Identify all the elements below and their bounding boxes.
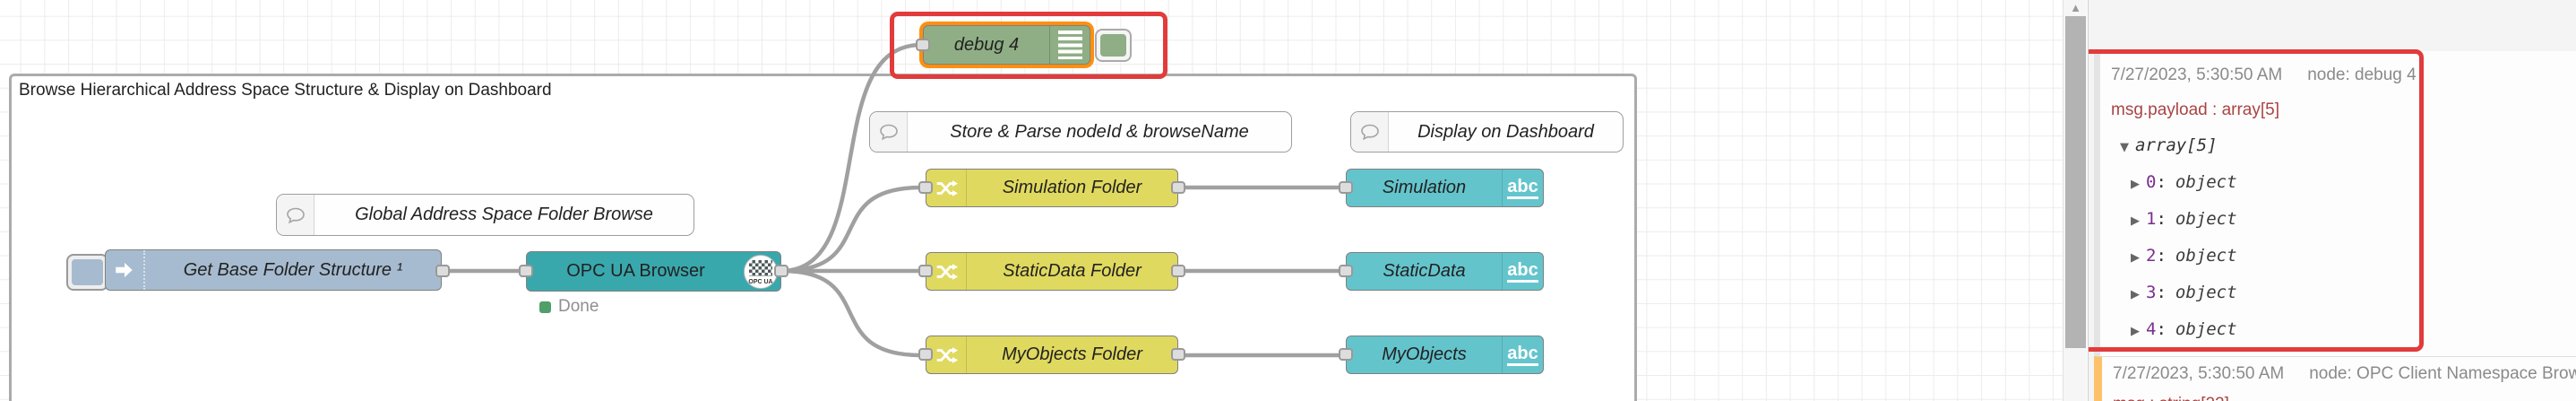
debug-tree-item[interactable]: ▶2:object bbox=[2131, 246, 2237, 266]
ui-node-label: MyObjects bbox=[1382, 344, 1467, 364]
debug-toggle-fill bbox=[1100, 34, 1126, 57]
opcua-checker-pattern bbox=[749, 260, 772, 276]
port-in-switch[interactable] bbox=[918, 181, 933, 194]
debug-message-property: msg.payload : array[5] bbox=[2111, 100, 2279, 119]
debug-tree-item[interactable]: ▶3:object bbox=[2131, 283, 2237, 302]
scrollbar-up-arrow-icon[interactable]: ▲ bbox=[2070, 1, 2081, 14]
debug-tree-item[interactable]: ▶4:object bbox=[2131, 319, 2237, 339]
debug-message-timestamp: 7/27/2023, 5:30:50 AM bbox=[2111, 65, 2283, 84]
expand-icon: ▶ bbox=[2131, 325, 2140, 338]
switch-node-label: StaticData Folder bbox=[1003, 261, 1142, 281]
opcua-logo-text: OPC UA bbox=[748, 279, 773, 285]
switch-icon bbox=[926, 336, 967, 373]
node-status: Done bbox=[539, 297, 599, 317]
abc-icon: abc bbox=[1502, 336, 1543, 373]
debug-message: 7/27/2023, 5:30:50 AM node: OPC Client Na… bbox=[2094, 356, 2576, 401]
debug-message: 7/27/2023, 5:30:50 AM node: debug 4 msg.p… bbox=[2094, 51, 2576, 356]
comment-icon bbox=[1351, 112, 1389, 152]
debug-message-timestamp: 7/27/2023, 5:30:50 AM bbox=[2113, 364, 2285, 383]
collapse-icon: ▼ bbox=[2120, 141, 2129, 154]
port-out-switch[interactable] bbox=[1171, 265, 1185, 277]
port-out-switch[interactable] bbox=[1171, 181, 1185, 194]
status-dot-icon bbox=[539, 301, 551, 313]
expand-icon: ▶ bbox=[2131, 178, 2140, 191]
debug-tree-root[interactable]: ▼array[5] bbox=[2120, 135, 2218, 155]
expand-icon: ▶ bbox=[2131, 288, 2140, 301]
expand-icon: ▶ bbox=[2131, 251, 2140, 265]
ui-text-node-staticdata[interactable]: StaticData abc bbox=[1346, 252, 1544, 291]
port-in-debug[interactable] bbox=[916, 39, 930, 51]
switch-icon bbox=[926, 253, 967, 290]
switch-icon bbox=[926, 170, 967, 206]
debug-message-source: node: OPC Client Namespace Brow bbox=[2309, 364, 2576, 383]
debug-lines-icon bbox=[1049, 26, 1090, 64]
port-in-ui[interactable] bbox=[1339, 181, 1353, 194]
status-text: Done bbox=[558, 297, 599, 316]
comment-label: Global Address Space Folder Browse bbox=[355, 205, 653, 224]
ui-text-node-simulation[interactable]: Simulation abc bbox=[1346, 169, 1544, 207]
inject-node-label: Get Base Folder Structure ¹ bbox=[183, 259, 403, 280]
opcua-node-label: OPC UA Browser bbox=[566, 261, 705, 281]
debug-node[interactable]: debug 4 bbox=[923, 25, 1090, 65]
switch-node-myobjects[interactable]: MyObjects Folder bbox=[926, 336, 1178, 374]
port-in-switch[interactable] bbox=[918, 265, 933, 277]
port-out-inject[interactable] bbox=[435, 265, 450, 277]
vertical-scrollbar[interactable]: ▲ bbox=[2063, 0, 2087, 401]
comment-label: Store & Parse nodeId & browseName bbox=[950, 121, 1249, 142]
ui-text-node-myobjects[interactable]: MyObjects abc bbox=[1346, 336, 1544, 374]
port-in-switch[interactable] bbox=[918, 348, 933, 361]
switch-node-label: MyObjects Folder bbox=[1002, 344, 1142, 364]
inject-node[interactable]: Get Base Folder Structure ¹ bbox=[105, 249, 442, 291]
inject-button-fill bbox=[72, 259, 103, 285]
opcua-logo-icon: OPC UA bbox=[744, 255, 778, 289]
flow-canvas[interactable]: Browse Hierarchical Address Space Struct… bbox=[0, 0, 2063, 401]
debug-enable-toggle[interactable] bbox=[1095, 29, 1132, 62]
port-in-ui[interactable] bbox=[1339, 265, 1353, 277]
switch-node-label: Simulation Folder bbox=[1002, 178, 1142, 197]
comment-node-store-parse[interactable]: Store & Parse nodeId & browseName bbox=[869, 111, 1292, 153]
debug-message-meta: 7/27/2023, 5:30:50 AM node: OPC Client Na… bbox=[2113, 364, 2576, 384]
debug-message-property: msg : string[22] bbox=[2113, 395, 2229, 401]
abc-icon: abc bbox=[1502, 170, 1543, 206]
annotation-box-debug-output bbox=[2089, 49, 2424, 352]
debug-message-meta: 7/27/2023, 5:30:50 AM node: debug 4 bbox=[2111, 65, 2417, 85]
ui-node-label: Simulation bbox=[1382, 178, 1467, 197]
annotation-box-debug-node bbox=[890, 12, 1167, 79]
inject-button[interactable] bbox=[66, 254, 108, 291]
comment-node-global-browse[interactable]: Global Address Space Folder Browse bbox=[276, 194, 694, 236]
port-in-opcua[interactable] bbox=[519, 265, 533, 277]
switch-node-simulation[interactable]: Simulation Folder bbox=[926, 169, 1178, 207]
comment-label: Display on Dashboard bbox=[1417, 121, 1594, 142]
port-out-switch[interactable] bbox=[1171, 348, 1185, 361]
debug-tree-item[interactable]: ▶0:object bbox=[2131, 172, 2237, 192]
switch-node-staticdata[interactable]: StaticData Folder bbox=[926, 252, 1178, 291]
inject-arrow-icon bbox=[106, 250, 145, 290]
port-in-ui[interactable] bbox=[1339, 348, 1353, 361]
debug-sidebar: 7/27/2023, 5:30:50 AM node: debug 4 msg.p… bbox=[2088, 0, 2576, 401]
expand-icon: ▶ bbox=[2131, 214, 2140, 228]
opcua-browser-node[interactable]: OPC UA Browser OPC UA bbox=[526, 251, 781, 292]
debug-node-label: debug 4 bbox=[953, 34, 1020, 55]
debug-tree-item[interactable]: ▶1:object bbox=[2131, 209, 2237, 229]
ui-node-label: StaticData bbox=[1383, 261, 1466, 281]
scrollbar-thumb[interactable] bbox=[2065, 16, 2086, 348]
comment-node-display-dashboard[interactable]: Display on Dashboard bbox=[1350, 111, 1624, 153]
comment-icon bbox=[870, 112, 908, 152]
debug-message-source: node: debug 4 bbox=[2307, 65, 2417, 84]
comment-icon bbox=[277, 195, 314, 235]
port-out-opcua[interactable] bbox=[774, 265, 788, 277]
abc-icon: abc bbox=[1502, 253, 1543, 290]
group-label: Browse Hierarchical Address Space Struct… bbox=[19, 81, 552, 100]
